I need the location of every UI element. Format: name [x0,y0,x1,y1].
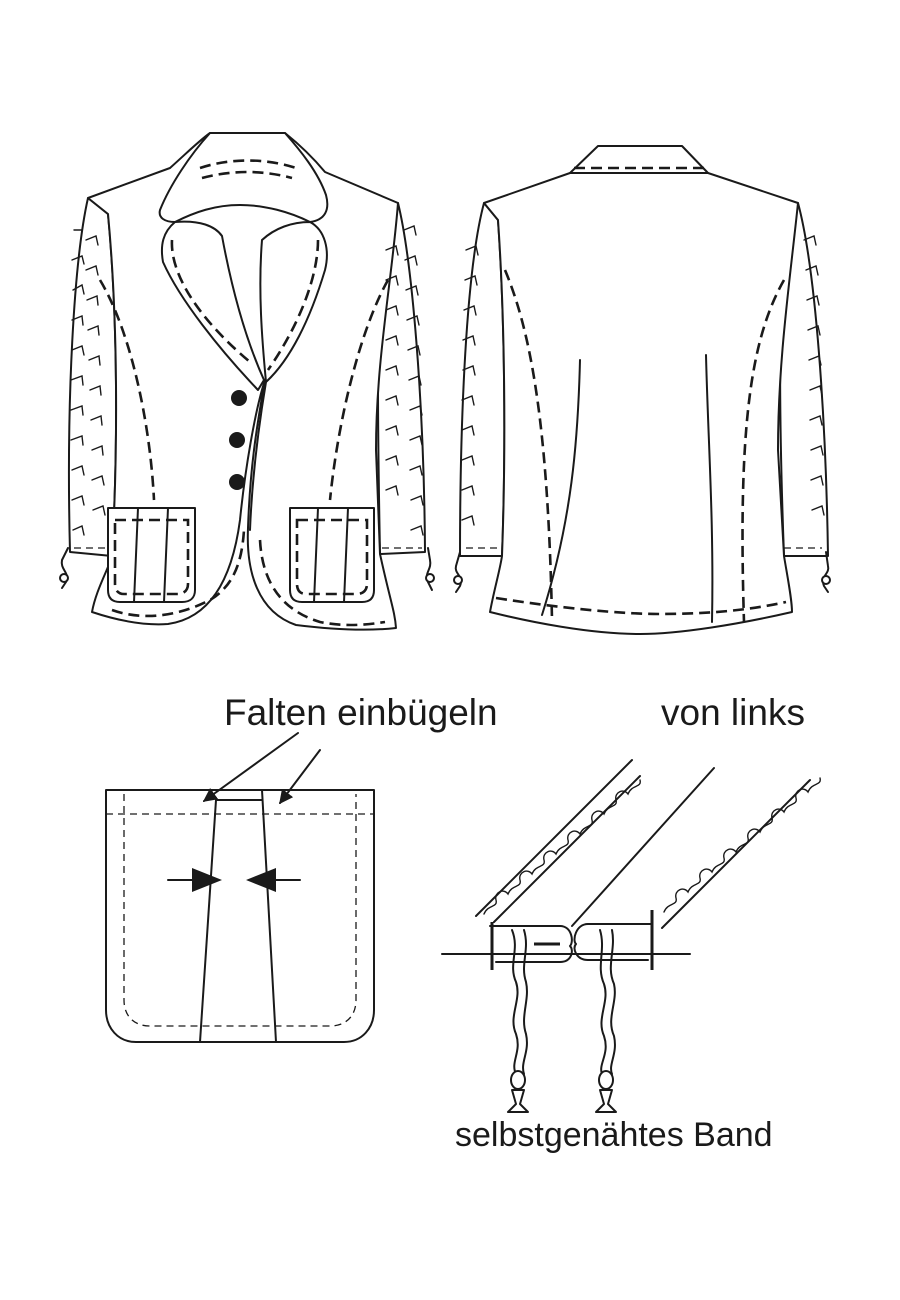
button [229,432,245,448]
jacket-back-view [453,145,831,635]
front-pocket-right [289,507,375,603]
fold-line [199,799,217,1043]
back-collar [569,145,709,174]
front-pocket-left [107,507,196,603]
button [229,474,245,490]
back-left-sleeve [459,202,506,557]
press-folds-label: Falten einbügeln [224,692,498,733]
pocket-outline [105,789,375,1043]
back-body [483,172,799,635]
jacket-front-view [59,132,435,631]
from-wrong-side-label: von links [661,692,805,733]
self-sewn-band-label: selbstgenähtes Band [455,1116,773,1154]
fold-pointer-arrow [202,732,299,802]
button [231,390,247,406]
fold-line [261,789,277,1043]
front-lapel-left [160,220,265,391]
band-detail [441,759,821,1113]
pocket-detail [105,732,375,1043]
fold-pointer-arrow [279,749,321,805]
front-left-sleeve [67,197,118,557]
